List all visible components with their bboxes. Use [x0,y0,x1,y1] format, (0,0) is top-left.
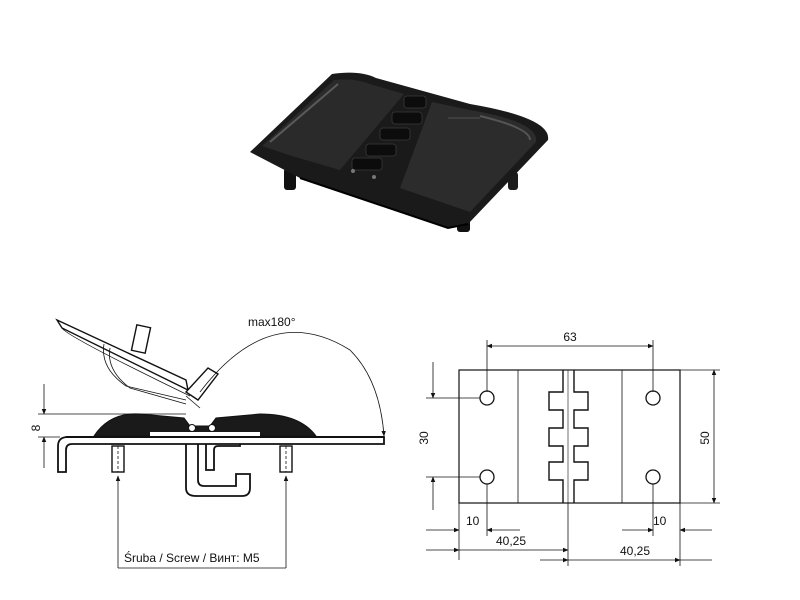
hinge-outline [458,369,681,504]
profile-plate [57,436,385,497]
mounting-hole [479,390,495,406]
hole-spacing-30-label: 30 [417,431,431,445]
mounting-hole [645,390,661,406]
height-8-label: 8 [29,424,43,431]
offset-10-left-label: 10 [466,514,480,528]
width-63-label: 63 [563,330,577,344]
screw-label: Śruba / Screw / Винт: M5 [124,550,260,565]
knuckle-line-right [573,370,589,503]
opened-leaf [55,318,220,409]
knuckle-line-left [548,370,564,503]
angle-label: max180° [248,315,296,329]
hinge-3d-render [250,72,549,232]
top-view: 63 30 50 10 10 40,25 40,25 [417,330,720,566]
half-width-left-label: 40,25 [496,534,526,548]
height-50-label: 50 [698,431,712,445]
mounting-hole [479,469,495,485]
half-width-right-label: 40,25 [620,544,650,558]
closed-hinge-body [93,413,317,437]
mounting-hole [645,469,661,485]
side-view: 8 max180° Śruba / Screw / Винт: M5 [29,315,386,569]
offset-10-right-label: 10 [653,514,667,528]
